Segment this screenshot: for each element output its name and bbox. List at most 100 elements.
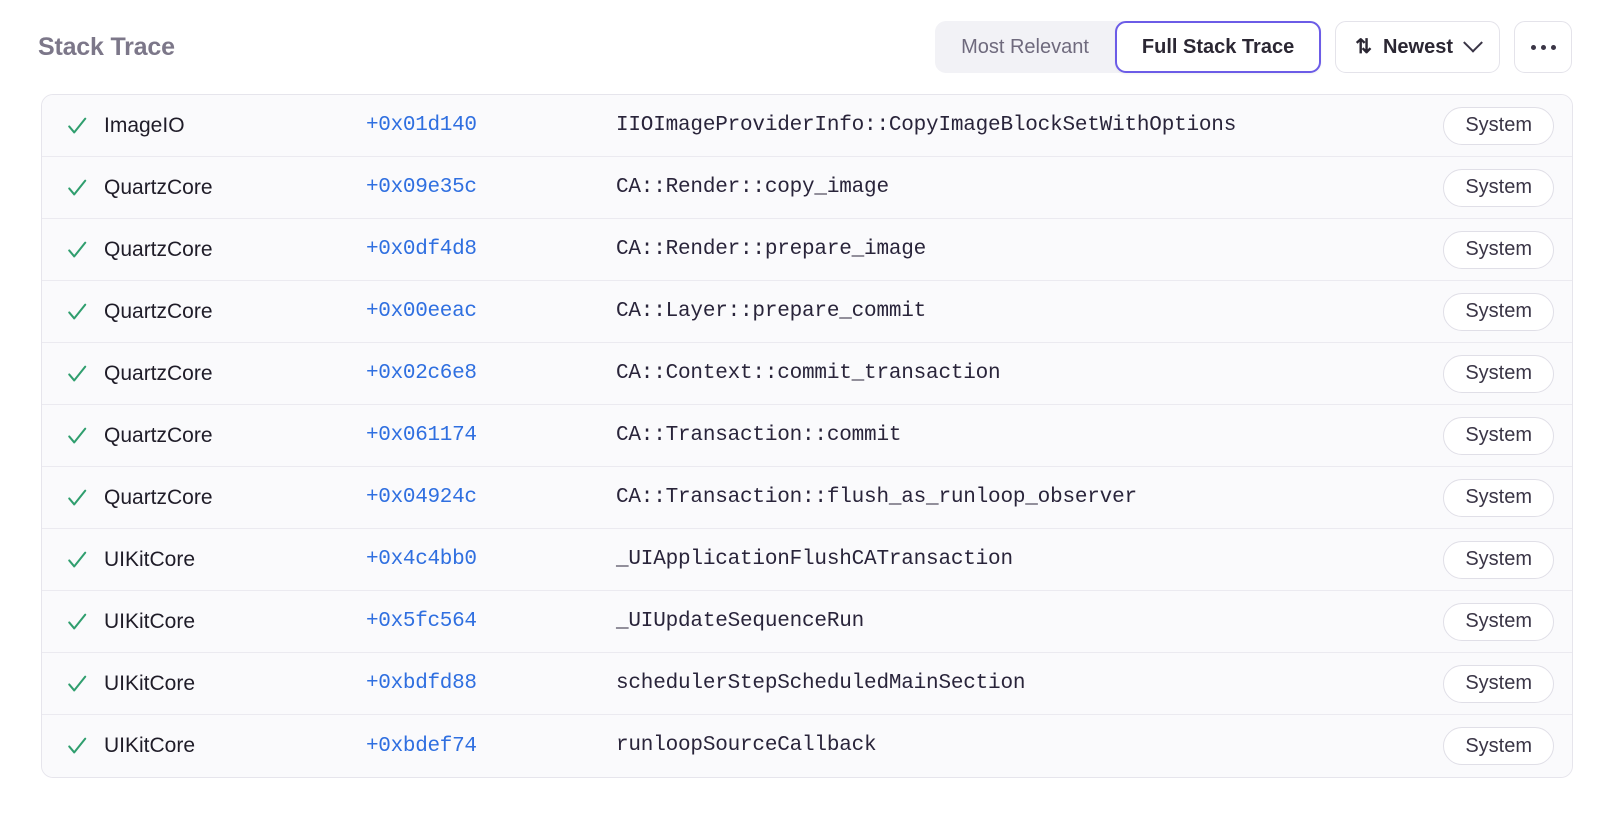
frame-badge-cell: System [1404, 540, 1554, 579]
frame-symbol: _UIApplicationFlushCATransaction [616, 547, 1013, 571]
frame-offset-link[interactable]: +0x04924c [366, 486, 477, 509]
frame-module: QuartzCore [104, 361, 213, 385]
frame-module: UIKitCore [104, 609, 196, 633]
table-row[interactable]: QuartzCore +0x00eeac CA::Layer::prepare_co… [42, 281, 1572, 343]
panel-header: Stack Trace Most Relevant Full Stack Tra… [0, 0, 1614, 94]
table-row[interactable]: UIKitCore +0xbdef74 runloopSourceCallback S… [42, 715, 1572, 777]
check-icon [68, 737, 87, 754]
frame-badge-cell: System [1404, 168, 1554, 207]
frame-badge-cell: System [1404, 664, 1554, 703]
table-row[interactable]: UIKitCore +0x5fc564 _UIUpdateSequenceRun Sy… [42, 591, 1572, 653]
table-row[interactable]: UIKitCore +0xbdfd88 schedulerStepScheduled… [42, 653, 1572, 715]
frame-status-cell [42, 363, 104, 385]
frame-module: QuartzCore [104, 423, 213, 447]
sort-button-label: Newest [1382, 35, 1453, 58]
frame-badge-cell: System [1404, 727, 1554, 765]
frame-symbol: CA::Layer::prepare_commit [616, 299, 927, 323]
status-badge: System [1443, 168, 1554, 207]
frame-status-cell [42, 611, 104, 633]
frame-offset-link[interactable]: +0x4c4bb0 [366, 548, 477, 571]
status-badge: System [1443, 292, 1554, 331]
ellipsis-icon [1550, 44, 1556, 50]
frame-offset-link[interactable]: +0x00eeac [366, 300, 477, 323]
frame-badge-cell: System [1404, 230, 1554, 269]
frame-status-cell [42, 425, 104, 447]
frame-symbol: CA::Context::commit_transaction [616, 361, 1001, 385]
tab-full-stack-trace[interactable]: Full Stack Trace [1114, 21, 1322, 73]
frame-badge-cell: System [1404, 602, 1554, 641]
frame-symbol: schedulerStepScheduledMainSection [616, 671, 1026, 695]
chevron-down-icon [1463, 32, 1483, 53]
check-icon [68, 613, 87, 629]
frame-status-cell [42, 301, 104, 323]
table-row[interactable]: QuartzCore +0x09e35c CA::Render::copy_imag… [42, 157, 1572, 219]
more-options-button[interactable] [1514, 21, 1572, 73]
check-icon [68, 117, 87, 133]
frame-badge-cell: System [1404, 354, 1554, 393]
frame-status-cell [42, 673, 104, 695]
frame-badge-cell: System [1404, 416, 1554, 455]
frame-status-cell [42, 549, 104, 571]
status-badge: System [1443, 727, 1554, 765]
frame-symbol: CA::Render::copy_image [616, 175, 889, 199]
frame-symbol: IIOImageProviderInfo::CopyImageBlockSetW… [616, 113, 1237, 137]
frame-status-cell [42, 115, 104, 137]
check-icon [68, 365, 87, 381]
frame-symbol: CA::Render::prepare_image [616, 237, 927, 261]
frame-symbol: CA::Transaction::flush_as_runloop_observ… [616, 485, 1137, 509]
frame-status-cell [42, 239, 104, 261]
sort-button[interactable]: ⇅ Newest [1335, 21, 1500, 73]
frame-offset-link[interactable]: +0x02c6e8 [366, 362, 477, 385]
frame-badge-cell: System [1404, 478, 1554, 517]
frame-offset-link[interactable]: +0x5fc564 [366, 610, 477, 633]
frame-offset-link[interactable]: +0x09e35c [366, 176, 477, 199]
sort-arrows-icon: ⇅ [1355, 36, 1372, 58]
view-toggle-segmented-control: Most Relevant Full Stack Trace [935, 21, 1322, 73]
frame-offset-link[interactable]: +0xbdfd88 [366, 672, 477, 695]
frame-status-cell [42, 487, 104, 509]
frame-offset-link[interactable]: +0xbdef74 [366, 734, 477, 758]
frame-offset-link[interactable]: +0x061174 [366, 424, 477, 447]
frame-module: UIKitCore [104, 671, 196, 695]
frame-module: QuartzCore [104, 485, 213, 509]
status-badge: System [1443, 230, 1554, 269]
page-title: Stack Trace [38, 32, 175, 61]
status-badge: System [1443, 664, 1554, 703]
table-row[interactable]: QuartzCore +0x04924c CA::Transaction::flus… [42, 467, 1572, 529]
frame-badge-cell: System [1404, 106, 1554, 145]
check-icon [68, 179, 87, 195]
frame-badge-cell: System [1404, 292, 1554, 331]
frame-module: QuartzCore [104, 175, 213, 199]
check-icon [68, 551, 87, 567]
frame-offset-link[interactable]: +0x0df4d8 [366, 238, 477, 261]
frame-symbol: runloopSourceCallback [616, 734, 877, 758]
check-icon [68, 675, 87, 691]
frame-offset-link[interactable]: +0x01d140 [366, 114, 477, 137]
table-row[interactable]: QuartzCore +0x02c6e8 CA::Context::commit_t… [42, 343, 1572, 405]
ellipsis-icon [1530, 44, 1536, 50]
frame-symbol: _UIUpdateSequenceRun [616, 609, 865, 633]
header-controls: Most Relevant Full Stack Trace ⇅ Newest [935, 21, 1572, 73]
status-badge: System [1443, 478, 1554, 517]
check-icon [68, 427, 87, 443]
table-row[interactable]: UIKitCore +0x4c4bb0 _UIApplicationFlushCAT… [42, 529, 1572, 591]
tab-most-relevant[interactable]: Most Relevant [935, 21, 1115, 73]
status-badge: System [1443, 354, 1554, 393]
frame-module: UIKitCore [104, 547, 196, 571]
frame-module: QuartzCore [104, 299, 213, 323]
status-badge: System [1443, 106, 1554, 145]
check-icon [68, 241, 87, 257]
status-badge: System [1443, 602, 1554, 641]
status-badge: System [1443, 540, 1554, 579]
check-icon [68, 303, 87, 319]
check-icon [68, 489, 87, 505]
frame-status-cell [42, 177, 104, 199]
frame-module: UIKitCore [104, 734, 196, 757]
status-badge: System [1443, 416, 1554, 455]
frame-status-cell [42, 735, 104, 757]
